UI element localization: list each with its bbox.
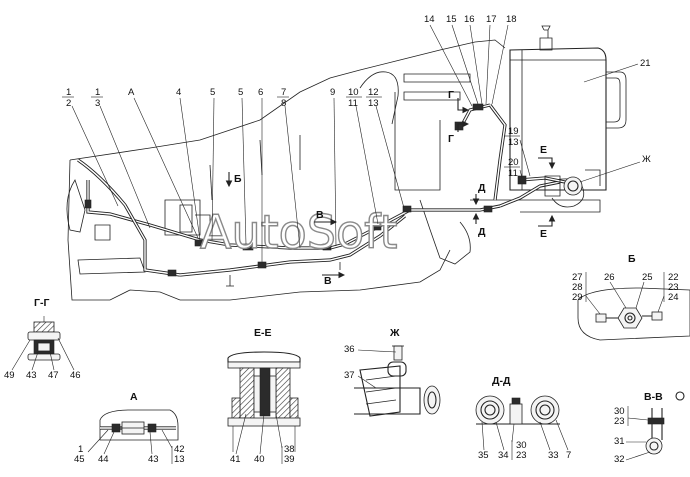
label-28: 28: [572, 282, 583, 293]
fitting-zh: [544, 175, 583, 197]
detail-b: Б 27 28 29 26 25 22 23 24: [572, 253, 690, 341]
marker-g-upper: Г: [448, 89, 454, 101]
detail-ee: Е-Е 41 40 38 39: [227, 327, 301, 465]
detail-vv: В-В 30 23 31 32: [614, 391, 685, 465]
label-27: 27: [572, 272, 583, 283]
pipe-clamps: [84, 103, 527, 287]
marker-b-arrow: Б: [234, 173, 242, 185]
callout-labels: 1 2 1 3 А 4 5 5 6 7 8 9 10 11 12 13 14: [62, 14, 651, 262]
callout-1-3-bottom: 3: [95, 98, 100, 109]
callout-5b: 5: [238, 87, 243, 98]
label-36: 36: [344, 344, 355, 355]
callout-1-2-bottom: 2: [66, 98, 71, 109]
callout-7-8-bottom: 8: [281, 98, 286, 109]
callout-5a: 5: [210, 87, 215, 98]
detail-zh-title: Ж: [389, 327, 400, 339]
label-43: 43: [26, 370, 37, 381]
callout-20-11-top: 20: [508, 157, 519, 168]
detail-gg: Г-Г 49 43 47 46: [4, 297, 81, 381]
label-45: 45: [74, 454, 85, 465]
label-vv-23: 23: [614, 416, 625, 427]
detail-dd-title: Д-Д: [492, 375, 511, 387]
label-dd-23: 23: [516, 450, 527, 461]
callout-10-11-top: 10: [348, 87, 359, 98]
marker-e-lower: Е: [540, 228, 547, 240]
label-37: 37: [344, 370, 355, 381]
label-31: 31: [614, 436, 625, 447]
detail-b-title: Б: [628, 253, 636, 265]
detail-gg-title: Г-Г: [34, 297, 49, 309]
label-24: 24: [668, 292, 679, 303]
callout-zh: Ж: [642, 154, 651, 165]
label-a-13: 13: [174, 454, 185, 465]
detail-ee-title: Е-Е: [254, 327, 272, 339]
label-38: 38: [284, 444, 295, 455]
label-39: 39: [284, 454, 295, 465]
callout-1-3-top: 1: [95, 87, 100, 98]
callout-16: 16: [464, 14, 475, 25]
label-a-1: 1: [78, 444, 83, 455]
label-47: 47: [48, 370, 59, 381]
label-49: 49: [4, 370, 15, 381]
callout-10-11-bottom: 11: [348, 98, 358, 109]
callout-15: 15: [446, 14, 457, 25]
callout-4: 4: [176, 87, 181, 98]
callout-21: 21: [640, 58, 651, 69]
label-41: 41: [230, 454, 241, 465]
label-29: 29: [572, 292, 583, 303]
label-30: 30: [516, 440, 527, 451]
hydraulic-tank: [509, 25, 627, 191]
callout-19-13-bottom: 13: [508, 137, 519, 148]
label-32: 32: [614, 454, 625, 465]
callout-1-2-top: 1: [66, 87, 71, 98]
label-vv-30: 30: [614, 406, 625, 417]
callout-a: А: [128, 87, 135, 98]
label-35: 35: [478, 450, 489, 461]
callout-12-13-top: 12: [368, 87, 379, 98]
label-34: 34: [498, 450, 509, 461]
marker-g-lower: Г: [448, 133, 454, 145]
callout-9: 9: [330, 87, 335, 98]
marker-v-upper: В: [316, 209, 324, 221]
detail-dd: Д-Д 35 34 30 23 33 7: [475, 375, 571, 461]
label-26: 26: [604, 272, 615, 283]
callout-19-13-top: 19: [508, 126, 519, 137]
marker-e-upper: Е: [540, 144, 547, 156]
callout-7-8-top: 7: [281, 87, 286, 98]
vehicle-outline: [66, 39, 601, 301]
label-dd-7: 7: [566, 450, 571, 461]
callout-17: 17: [486, 14, 497, 25]
callout-12-13-bottom: 13: [368, 98, 379, 109]
label-44: 44: [98, 454, 109, 465]
label-40: 40: [254, 454, 265, 465]
label-25: 25: [642, 272, 653, 283]
label-22: 22: [668, 272, 679, 283]
label-23: 23: [668, 282, 679, 293]
section-markers: Б Г Г В В Д Д Е Е: [225, 89, 556, 287]
callout-6: 6: [258, 87, 263, 98]
marker-d-upper: Д: [478, 182, 486, 194]
label-a-43: 43: [148, 454, 159, 465]
marker-d-lower: Д: [478, 226, 486, 238]
detail-vv-title: В-В: [644, 391, 663, 403]
label-33: 33: [548, 450, 559, 461]
watermark-text: AutoSoft: [200, 205, 398, 259]
marker-v-lower: В: [324, 275, 332, 287]
detail-a: А 1 45 44 43 42 13: [74, 391, 185, 465]
label-42: 42: [174, 444, 185, 455]
callout-18: 18: [506, 14, 517, 25]
detail-zh: Ж 36 37: [344, 327, 441, 417]
detail-a-title: А: [130, 391, 138, 403]
label-46: 46: [70, 370, 81, 381]
callout-20-11-bottom: 11: [508, 168, 518, 179]
callout-14: 14: [424, 14, 435, 25]
